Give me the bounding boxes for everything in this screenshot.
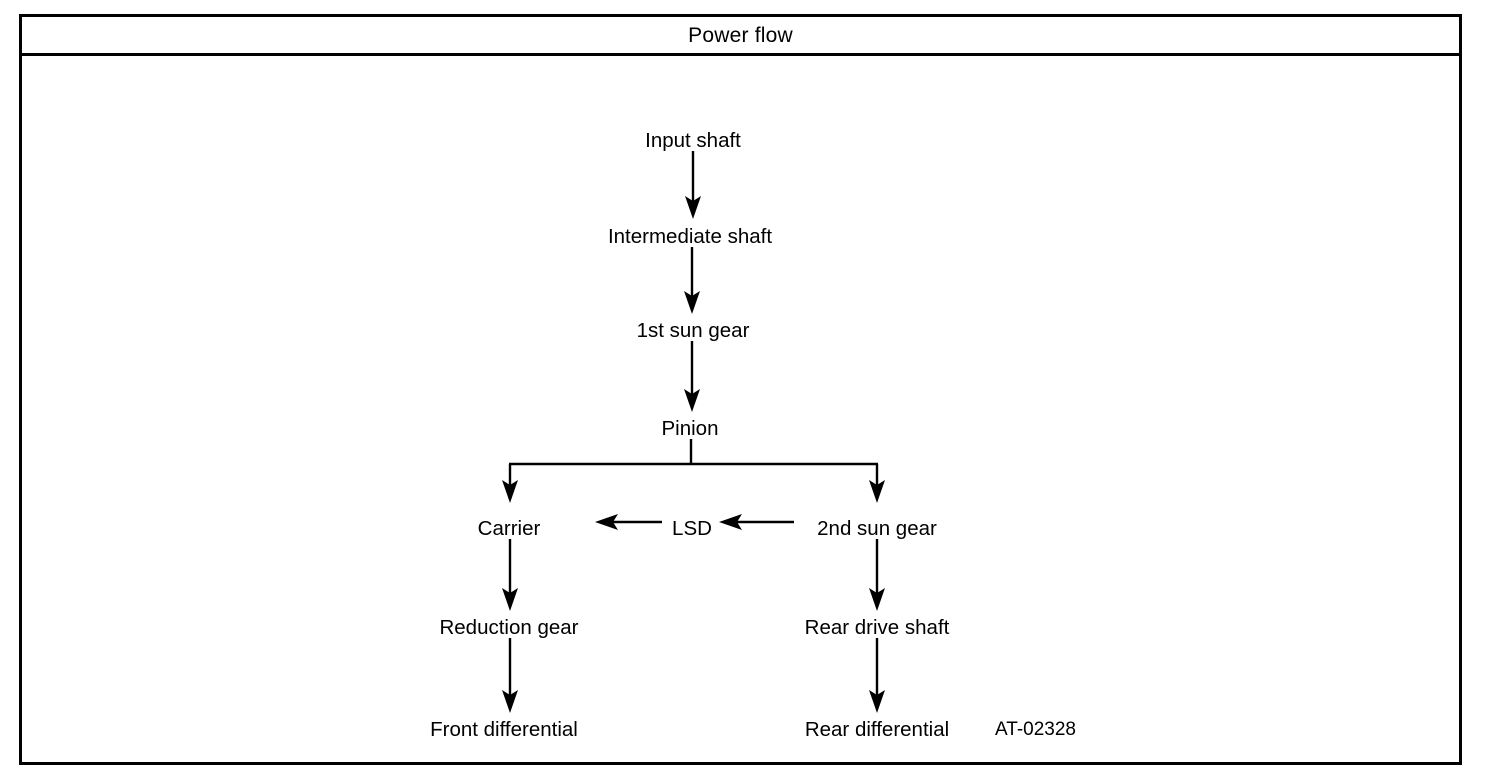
edge-carrier-to-reduction-gear <box>502 539 518 611</box>
node-label-intermediate-shaft: Intermediate shaft <box>608 225 772 248</box>
node-label-carrier: Carrier <box>478 517 541 540</box>
edge-lsd-to-carrier <box>595 514 662 530</box>
edge-branch-to-carrier <box>502 464 518 503</box>
node-label-front-differential: Front differential <box>430 718 578 741</box>
edge-rear-drive-shaft-to-rear-differential <box>869 638 885 713</box>
edge-first-sun-gear-to-pinion <box>684 341 700 412</box>
node-label-1st-sun-gear: 1st sun gear <box>637 319 750 342</box>
figure-frame: Power flow <box>19 14 1462 765</box>
edge-branch-to-second-sun-gear <box>869 464 885 503</box>
node-label-lsd: LSD <box>672 517 712 540</box>
figure-reference-code: AT-02328 <box>995 719 1076 740</box>
edge-second-sun-gear-to-rear-drive-shaft <box>869 539 885 611</box>
node-label-2nd-sun-gear: 2nd sun gear <box>817 517 937 540</box>
node-label-rear-drive-shaft: Rear drive shaft <box>805 616 950 639</box>
edge-reduction-gear-to-front-differential <box>502 638 518 713</box>
node-label-reduction-gear: Reduction gear <box>439 616 578 639</box>
page-title: Power flow <box>688 23 793 47</box>
power-flow-svg: Input shaft Intermediate shaft 1st sun g… <box>430 129 1076 741</box>
node-label-rear-differential: Rear differential <box>805 718 949 741</box>
figure-title-bar: Power flow <box>22 17 1459 56</box>
edge-input-to-intermediate <box>685 151 701 219</box>
edge-intermediate-to-first-sun-gear <box>684 247 700 314</box>
edge-second-sun-gear-to-lsd <box>719 514 794 530</box>
power-flow-diagram: Input shaft Intermediate shaft 1st sun g… <box>22 56 1459 765</box>
node-label-pinion: Pinion <box>662 417 719 440</box>
node-label-input-shaft: Input shaft <box>645 129 741 152</box>
